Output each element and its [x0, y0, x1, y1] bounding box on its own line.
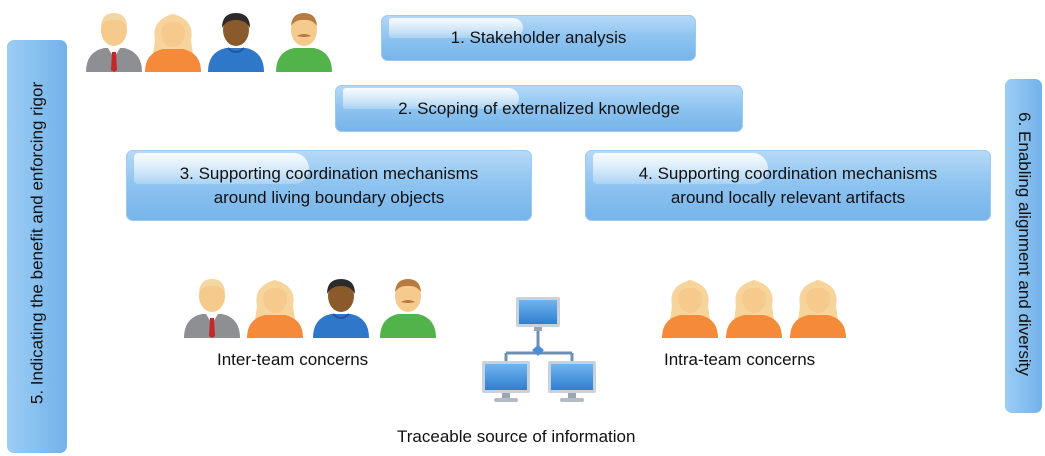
person-blonde-woman-icon	[790, 280, 846, 338]
benefit-rigor-label: 5. Indicating the benefit and enforcing …	[27, 81, 47, 405]
coordination-local-artifacts-box: 4. Supporting coordination mechanisms ar…	[585, 150, 991, 221]
person-blonde-woman-icon	[145, 14, 201, 72]
inter-team-concerns-label: Inter-team concerns	[217, 350, 369, 369]
coordination-boundary-objects-box: 3. Supporting coordination mechanisms ar…	[126, 150, 532, 221]
person-mustache-man-icon	[276, 13, 332, 72]
coordination-local-artifacts-line1: 4. Supporting coordination mechanisms	[638, 163, 938, 183]
box-gloss	[343, 88, 519, 109]
stakeholder-analysis-box: 1. Stakeholder analysis	[381, 15, 696, 61]
coordination-boundary-objects-line1: 3. Supporting coordination mechanisms	[179, 163, 479, 183]
person-businessman-icon	[86, 13, 142, 72]
person-businessman-icon	[184, 279, 240, 338]
box-gloss	[389, 18, 523, 39]
computer-network-icon	[482, 297, 596, 402]
scoping-box: 2. Scoping of externalized knowledge	[335, 85, 743, 132]
box-gloss	[593, 153, 768, 185]
person-dark-skin-man-icon	[312, 278, 370, 339]
person-blonde-woman-icon	[247, 280, 303, 338]
person-blonde-woman-icon	[662, 280, 718, 338]
person-mustache-man-icon	[380, 279, 436, 338]
coordination-local-artifacts-line2: around locally relevant artifacts	[670, 187, 906, 207]
alignment-diversity-box: 6. Enabling alignment and diversity	[1005, 79, 1042, 413]
person-dark-skin-man-icon	[207, 12, 265, 73]
person-blonde-woman-icon	[726, 280, 782, 338]
box-gloss	[134, 153, 309, 185]
stakeholder-analysis-label: 1. Stakeholder analysis	[450, 28, 627, 47]
alignment-diversity-label: 6. Enabling alignment and diversity	[1015, 112, 1034, 376]
coordination-boundary-objects-line2: around living boundary objects	[213, 187, 445, 207]
traceable-source-label: Traceable source of information	[397, 427, 636, 446]
intra-team-concerns-label: Intra-team concerns	[664, 350, 816, 369]
scoping-label: 2. Scoping of externalized knowledge	[398, 98, 680, 118]
benefit-rigor-box: 5. Indicating the benefit and enforcing …	[7, 40, 67, 453]
